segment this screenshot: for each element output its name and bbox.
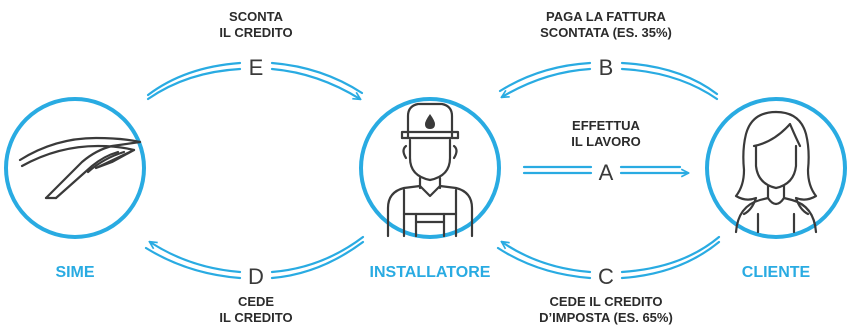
edge-c-line (620, 240, 721, 280)
edge-c-line (620, 235, 721, 274)
edge-a-letter: A (599, 160, 614, 185)
edge-b-label-line1: PAGA LA FATTURA (546, 9, 666, 24)
edge-e-line (270, 61, 364, 95)
woman-icon (734, 110, 818, 234)
edge-c: C CEDE IL CREDITO D’IMPOSTA (ES. 65%) (496, 235, 721, 325)
node-cliente-circle (705, 97, 847, 239)
edge-a: A EFFETTUA IL LAVORO (522, 118, 688, 185)
node-cliente: CLIENTE (705, 97, 847, 281)
edge-d-arrow (150, 242, 242, 274)
node-installatore-circle (359, 97, 501, 239)
edge-e-line (146, 67, 242, 101)
edge-b-arrow (502, 67, 592, 97)
edge-c-line (496, 246, 592, 280)
edge-d-label-line2: IL CREDITO (219, 310, 292, 325)
edge-e-label-line1: SCONTA (229, 9, 284, 24)
edge-d: D CEDE IL CREDITO (144, 235, 365, 325)
edge-c-arrow (502, 242, 592, 274)
node-sime-label: SIME (55, 264, 94, 281)
edge-d-line (270, 240, 365, 280)
node-sime: SIME (4, 97, 146, 281)
edge-b-line (620, 67, 719, 101)
edge-e-arrow (270, 67, 360, 99)
edge-d-label-line1: CEDE (238, 294, 274, 309)
edge-e: E SCONTA IL CREDITO (146, 9, 364, 101)
worker-icon (386, 102, 474, 238)
node-installatore-label: INSTALLATORE (370, 264, 491, 281)
edge-b-line (498, 61, 592, 93)
edge-d-letter: D (248, 264, 264, 289)
edge-e-label-line2: IL CREDITO (219, 25, 292, 40)
edge-c-letter: C (598, 264, 614, 289)
edge-a-label-line2: IL LAVORO (571, 134, 641, 149)
edge-b-line (620, 61, 719, 96)
edge-b-letter: B (599, 55, 614, 80)
edge-d-line (270, 235, 365, 274)
node-cliente-label: CLIENTE (742, 264, 811, 281)
node-installatore: INSTALLATORE (359, 97, 501, 281)
edge-e-letter: E (249, 55, 264, 80)
edge-c-label-line1: CEDE IL CREDITO (550, 294, 663, 309)
edge-d-line (144, 246, 242, 280)
edge-e-line (146, 61, 242, 97)
sime-logo-icon (18, 136, 142, 200)
edge-b: B PAGA LA FATTURA SCONTATA (ES. 35%) (498, 9, 719, 101)
edge-b-label-line2: SCONTATA (ES. 35%) (540, 25, 672, 40)
edge-a-label-line1: EFFETTUA (572, 118, 640, 133)
edge-c-label-line2: D’IMPOSTA (ES. 65%) (539, 310, 673, 325)
